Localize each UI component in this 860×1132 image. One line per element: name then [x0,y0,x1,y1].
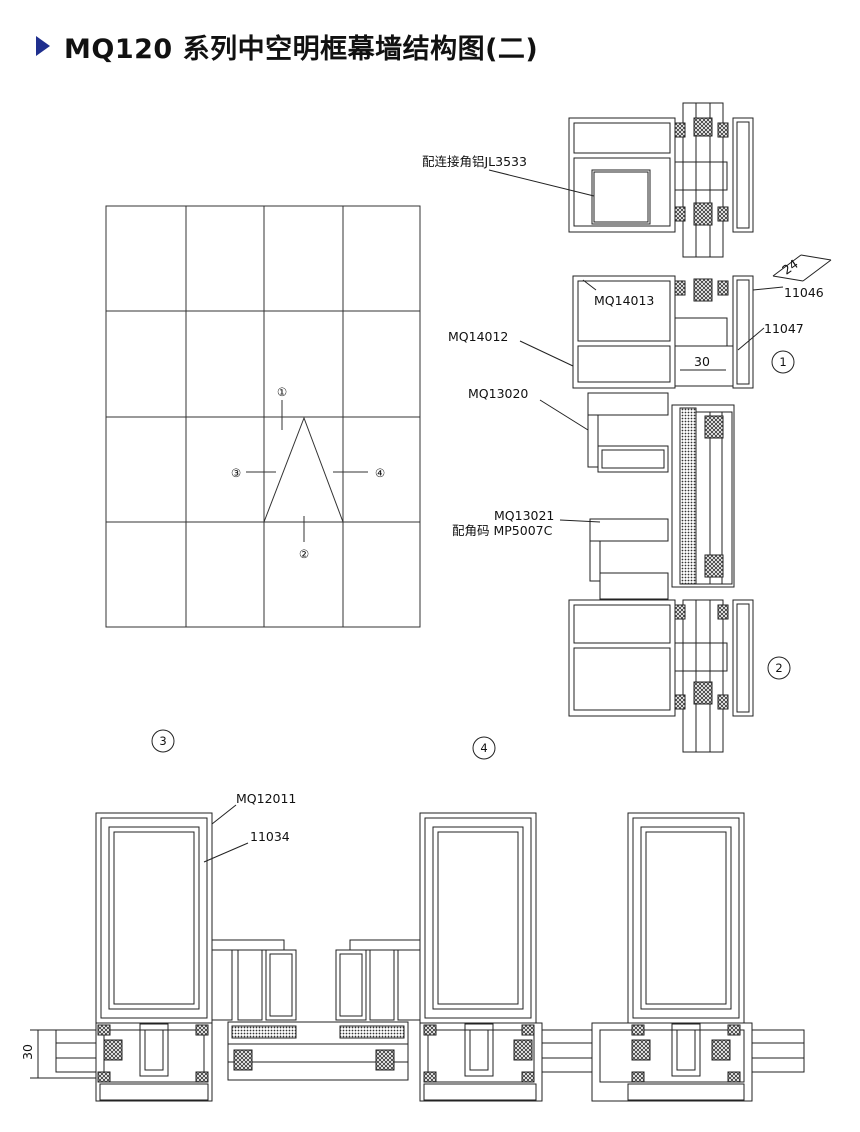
horizontal-section [30,729,805,1102]
marker-3-circle: 3 [159,734,166,748]
label-mq14013: MQ14013 [594,293,654,308]
label-11047: 11047 [764,321,804,336]
label-mq13020: MQ13020 [468,386,528,401]
label-mq13021: MQ13021 [494,508,554,523]
marker-2-circle: 2 [775,661,782,675]
page-header: MQ120 系列中空明框幕墙结构图(二) [36,26,538,66]
label-dim-30: 30 [694,354,710,369]
elevation-grid [105,205,421,628]
label-dim-24: 24 [779,256,801,277]
vertical-section [488,102,832,753]
label-11034: 11034 [250,829,290,844]
label-corner-connector: 配连接角铝JL3533 [422,154,527,169]
marker-2: ② [299,547,309,561]
label-dim-30-horizontal: 30 [20,1044,35,1060]
horizontal-section-labels: 3 4 MQ12011 11034 30 [20,734,488,1060]
elevation-markers: ① ③ ④ ② [231,385,385,561]
label-mq12011: MQ12011 [236,791,296,806]
marker-4-circle: 4 [480,741,487,755]
label-mq14012: MQ14012 [448,329,508,344]
marker-4: ④ [375,466,385,480]
label-11046: 11046 [784,285,824,300]
triangle-right-icon [36,36,50,56]
page-title: MQ120 系列中空明框幕墙结构图(二) [64,33,539,65]
vertical-section-labels: 配连接角铝JL3533 MQ14013 MQ14012 MQ13020 MQ13… [422,154,824,675]
marker-3: ③ [231,466,241,480]
marker-1-circle: 1 [779,355,786,369]
marker-1: ① [277,385,287,399]
label-corner-code: 配角码 MP5007C [452,523,553,538]
